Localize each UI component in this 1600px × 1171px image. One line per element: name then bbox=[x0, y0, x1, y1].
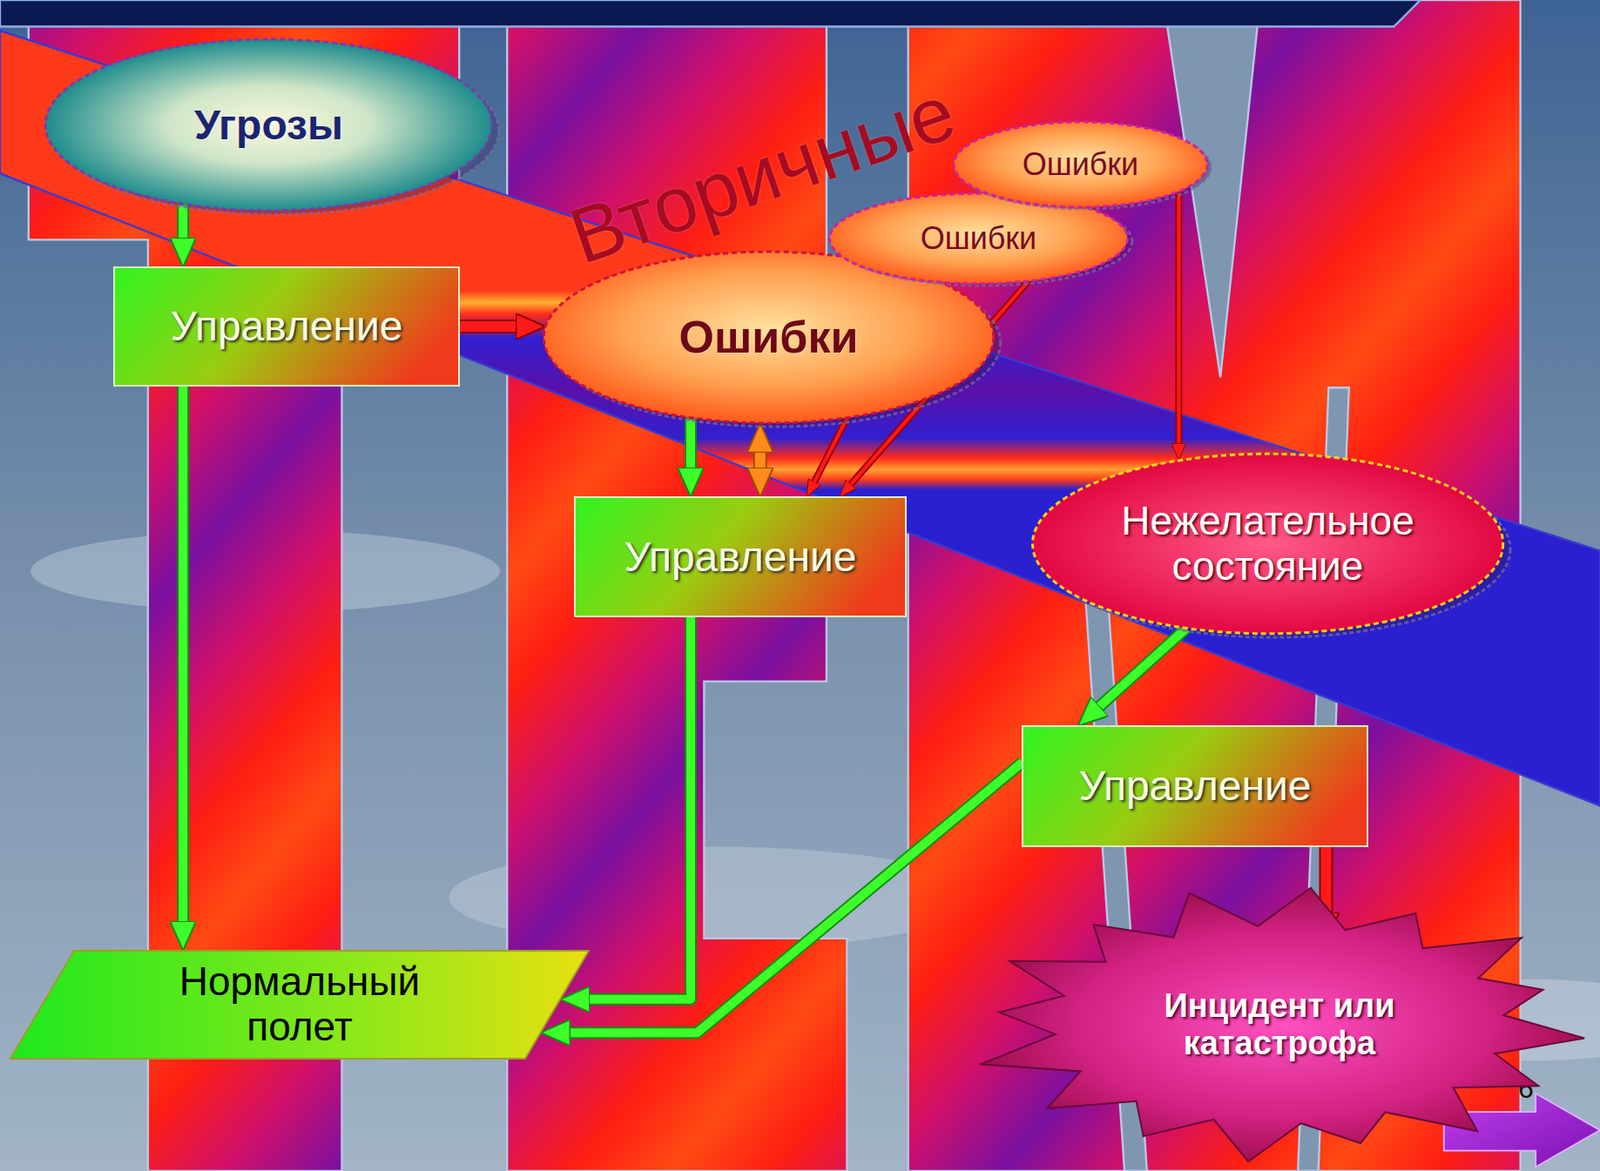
flow-arrow bbox=[582, 616, 691, 1000]
flow-arrow bbox=[563, 762, 1024, 1033]
flow-arrow bbox=[1094, 628, 1187, 712]
node-label: Нежелательное состояние bbox=[1084, 499, 1451, 589]
node-label: Управление bbox=[624, 533, 858, 581]
arrow-outline bbox=[176, 385, 190, 929]
flight-parallelogram: Нормальный полет bbox=[10, 951, 589, 1060]
arrow-line bbox=[1176, 191, 1181, 448]
arrow-line bbox=[178, 385, 188, 929]
node-label: Управление bbox=[1079, 762, 1312, 811]
arrow-line bbox=[686, 418, 696, 475]
secondary-error-ellipse: Ошибки bbox=[951, 120, 1210, 210]
arrow-outline bbox=[176, 203, 190, 245]
node-label: Инцидент или катастрофа bbox=[1135, 987, 1424, 1062]
arrow-line bbox=[459, 321, 523, 332]
node-label: Управление bbox=[170, 303, 404, 351]
control-box: Управление bbox=[574, 497, 906, 617]
incident-star: Инцидент или катастрофа bbox=[966, 887, 1593, 1163]
flow-arrow bbox=[182, 385, 184, 929]
title-bar bbox=[0, 0, 1421, 27]
decor-band bbox=[0, 30, 1600, 806]
arrow-line bbox=[582, 616, 691, 1000]
flow-arrow bbox=[759, 445, 761, 475]
control-box: Управление bbox=[114, 267, 460, 386]
arrow-line bbox=[1094, 628, 1187, 712]
arrow-outline bbox=[563, 762, 1024, 1033]
arrow-line bbox=[563, 762, 1024, 1033]
threat-ellipse: Угрозы bbox=[40, 35, 497, 215]
flow-arrow bbox=[182, 203, 184, 245]
flow-arrow bbox=[459, 326, 523, 328]
node-label: Нормальный полет bbox=[170, 959, 430, 1050]
node-label: Угрозы bbox=[194, 101, 344, 149]
arrow-outline bbox=[684, 418, 697, 475]
node-label: Ошибки bbox=[920, 221, 1037, 257]
control-box: Управление bbox=[1022, 726, 1368, 847]
arrow-outline bbox=[1174, 191, 1182, 448]
arrow-outline bbox=[459, 319, 523, 334]
flow-arrow bbox=[690, 418, 692, 475]
arrow-outline bbox=[1094, 628, 1187, 712]
arrow-outline bbox=[582, 616, 691, 1000]
arrow-line bbox=[755, 445, 766, 475]
node-label: Ошибки bbox=[679, 311, 859, 363]
next-arrow bbox=[1444, 1093, 1600, 1168]
state-ellipse: Нежелательное состояние bbox=[1027, 450, 1508, 638]
arrow-line bbox=[178, 203, 188, 245]
arrow-outline bbox=[753, 445, 768, 475]
flow-arrow bbox=[1178, 191, 1180, 448]
node-label: Ошибки bbox=[1022, 147, 1139, 183]
